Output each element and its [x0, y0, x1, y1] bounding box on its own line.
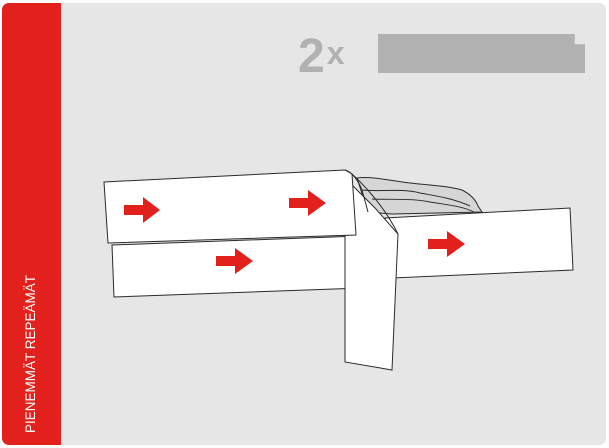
upper-strip: [103, 169, 399, 244]
right-strip: [384, 207, 574, 279]
arrow-right-icon: [289, 190, 326, 216]
patch-strip-icon: [378, 34, 585, 73]
torn-fabric: [356, 177, 483, 215]
sidebar: PIENEMMÄT REPEÄMÄT: [2, 3, 61, 445]
quantity-number: 2: [298, 30, 325, 83]
quantity-indicator: 2x: [298, 33, 345, 81]
arrow-right-icon: [124, 197, 160, 223]
quantity-multiplier: x: [326, 35, 345, 71]
arrow-right-icon: [428, 231, 465, 257]
hanging-strip: [344, 176, 399, 371]
arrow-right-icon: [216, 248, 253, 274]
